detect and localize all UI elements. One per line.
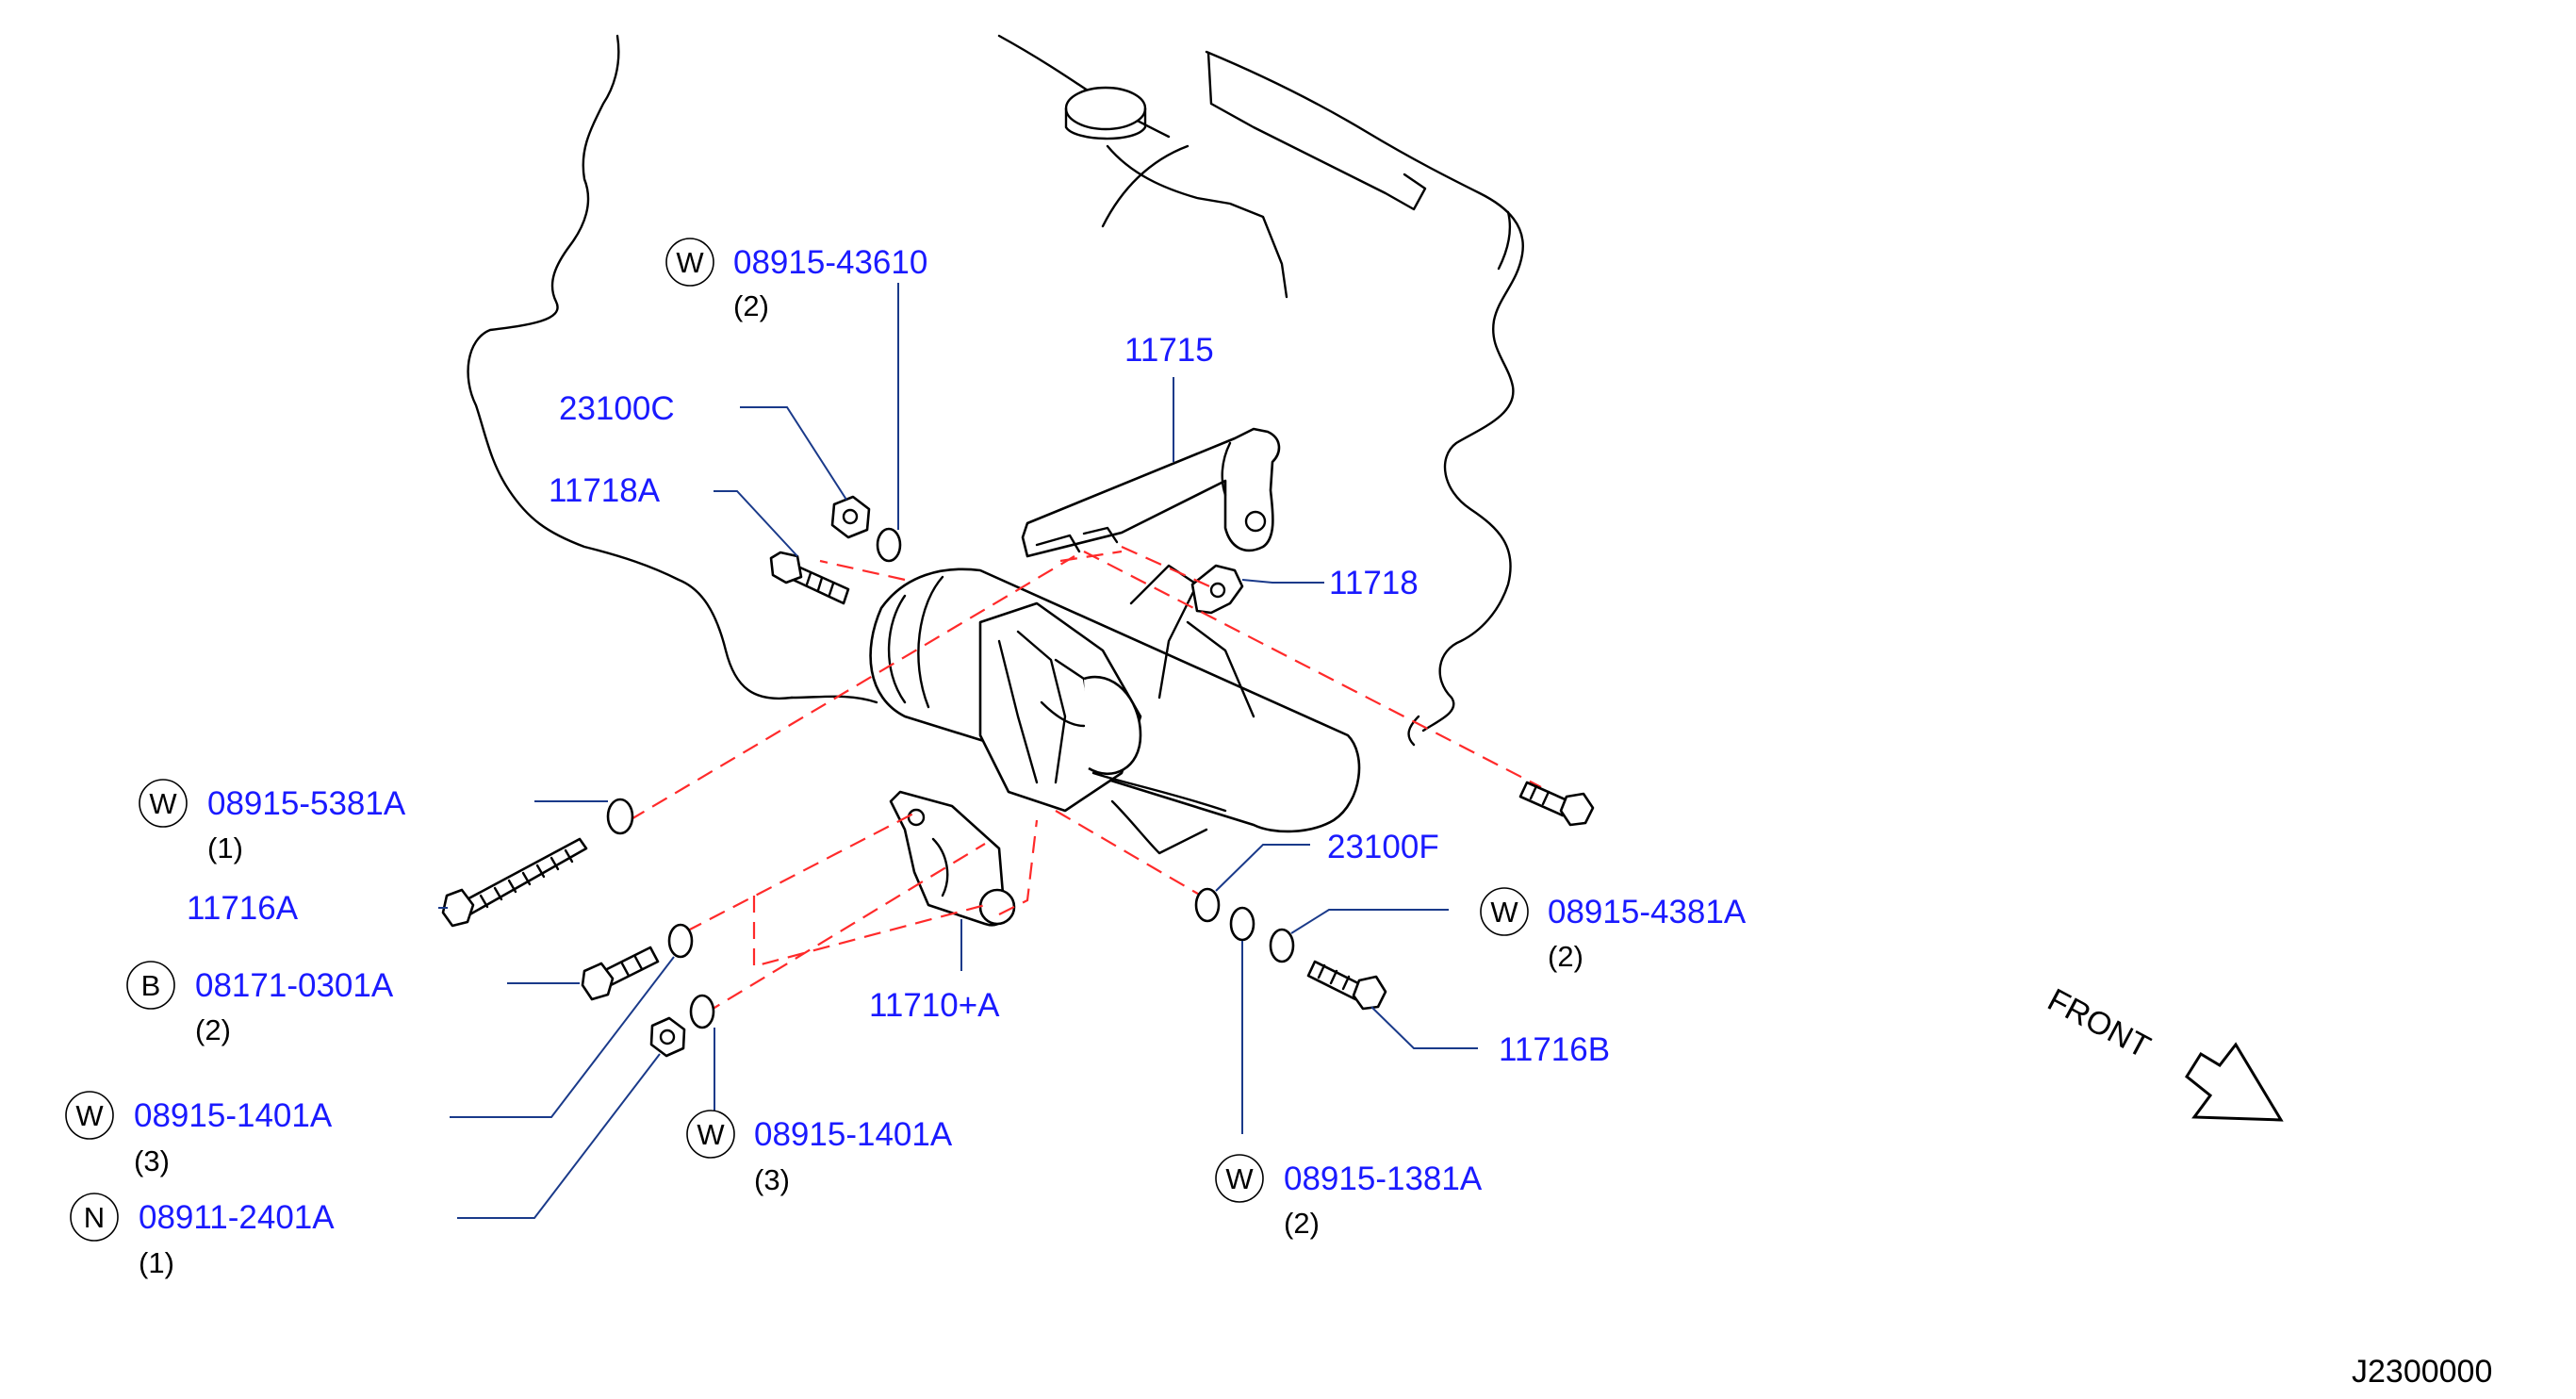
bracket-11710 <box>889 790 1016 927</box>
nut-08911-2401A <box>649 1016 686 1058</box>
bolt-11716A <box>441 837 588 928</box>
part-number: 08915-1401A <box>754 1116 953 1153</box>
callout-11716B: 11716B <box>1499 1031 1610 1068</box>
bolt-11716B <box>1306 960 1387 1011</box>
quantity: (2) <box>195 1013 231 1046</box>
part-number: 11710+A <box>869 987 1000 1024</box>
washer-08915-5381A <box>606 798 634 835</box>
quantity: (1) <box>139 1246 174 1279</box>
front-arrow-icon <box>2185 1042 2284 1122</box>
callout-11715: 11715 <box>1124 332 1214 369</box>
part-number: 08915-5381A <box>207 785 406 822</box>
bracket-11715 <box>1021 427 1281 558</box>
washer-symbol-circle <box>1215 1154 1264 1203</box>
callout-23100C: 23100C <box>559 390 675 427</box>
part-number: 08915-43610 <box>733 244 927 281</box>
part-number: 08915-4381A <box>1548 894 1747 930</box>
part-number: 11718A <box>549 472 661 509</box>
bolt-11718-lower <box>1518 781 1595 827</box>
quantity: (1) <box>207 831 243 864</box>
callout-23100F: 23100F <box>1327 829 1439 865</box>
quantity: (3) <box>134 1144 170 1177</box>
callout-08171-0301A: B 08171-0301A (2) <box>126 961 394 1046</box>
part-number: 08911-2401A <box>139 1199 335 1236</box>
callout-08915-1401A-center: W 08915-1401A (3) <box>686 1110 953 1196</box>
washer-symbol: W <box>1225 1162 1254 1195</box>
washer-08915-43610 <box>876 527 902 563</box>
bolt-11718A <box>769 551 850 605</box>
washer-08915-4381A <box>1269 928 1295 963</box>
part-number: 11718 <box>1329 565 1419 601</box>
leader-lines <box>438 283 1478 1219</box>
part-number: 08915-1381A <box>1284 1160 1483 1197</box>
washer-symbol-circle <box>65 1091 114 1140</box>
bolt-symbol-circle <box>126 961 175 1010</box>
callout-08915-1381A: W 08915-1381A (2) <box>1215 1154 1483 1240</box>
callout-11718: 11718 <box>1329 565 1419 601</box>
part-number: 08915-1401A <box>134 1097 333 1134</box>
quantity: (2) <box>733 289 769 322</box>
nut-symbol-circle <box>70 1193 119 1242</box>
washer-symbol-circle <box>665 238 714 287</box>
callout-08915-1401A-left: W 08915-1401A (3) <box>65 1091 333 1177</box>
washer-08915-1381A <box>1229 906 1255 942</box>
callout-11718A: 11718A <box>549 472 661 509</box>
front-label: FRONT <box>2042 982 2156 1066</box>
washer-symbol-circle <box>139 779 188 828</box>
callout-11710-A: 11710+A <box>869 987 1000 1024</box>
clip-11718 <box>1190 564 1244 615</box>
part-number: 23100C <box>559 390 675 427</box>
part-number: 11716B <box>1499 1031 1610 1068</box>
front-indicator: FRONT <box>2042 982 2284 1122</box>
washer-symbol: W <box>149 787 177 820</box>
washer-symbol-circle <box>686 1110 735 1159</box>
bolt-symbol: B <box>141 969 161 1002</box>
bolt-08171-0301A <box>581 946 660 1001</box>
washer-08915-1401A-upper <box>667 923 694 959</box>
washer-symbol: W <box>75 1099 104 1132</box>
quantity: (3) <box>754 1163 790 1196</box>
washer-symbol-circle <box>1480 887 1529 936</box>
engine-block-outline <box>467 34 1524 747</box>
part-number: 11716A <box>187 890 299 927</box>
part-number: 11715 <box>1124 332 1214 369</box>
diagram-code: J2300000 <box>2352 1354 2492 1390</box>
nut-23100C <box>830 495 871 539</box>
callout-08915-4381A: W 08915-4381A (2) <box>1480 887 1747 973</box>
quantity: (2) <box>1548 940 1583 973</box>
quantity: (2) <box>1284 1207 1320 1240</box>
washer-23100F <box>1194 887 1221 923</box>
callout-08915-5381A: W 08915-5381A (1) <box>139 779 406 864</box>
washer-symbol: W <box>697 1118 725 1151</box>
part-number: 08171-0301A <box>195 967 394 1004</box>
nut-symbol: N <box>84 1201 105 1234</box>
washer-symbol: W <box>676 246 704 279</box>
washer-symbol: W <box>1490 896 1518 929</box>
washer-08915-1401A-lower <box>689 994 715 1029</box>
part-number: 23100F <box>1327 829 1439 865</box>
starter-motor <box>869 564 1361 855</box>
alignment-lines <box>629 545 1542 1014</box>
callout-08911-2401A: N 08911-2401A (1) <box>70 1193 335 1279</box>
callout-11716A: 11716A <box>187 890 299 927</box>
fasteners <box>441 495 1595 1058</box>
callout-08915-43610: W 08915-43610 (2) <box>665 238 927 322</box>
